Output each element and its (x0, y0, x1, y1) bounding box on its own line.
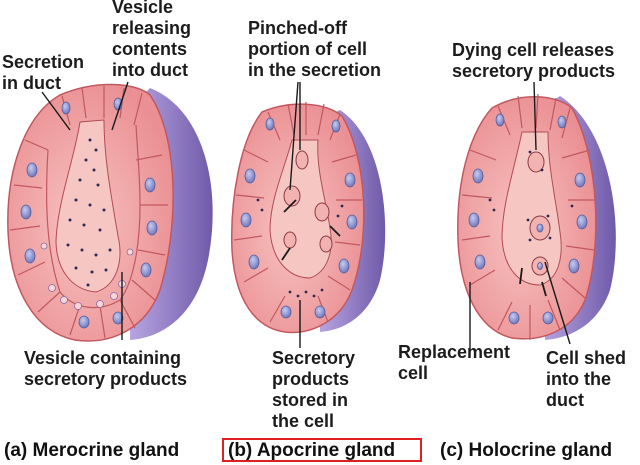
gland-c-dots (488, 150, 574, 242)
gland-b-pinched-portions (283, 150, 333, 253)
label-secretory-products: Secretory products stored in the cell (272, 348, 356, 431)
gland-c-duct (501, 131, 562, 286)
gland-a-secretion-dots (66, 138, 112, 287)
caption-holocrine: (c) Holocrine gland (440, 440, 613, 461)
gland-c-arrows (519, 267, 547, 297)
leader-lines (41, 81, 571, 350)
label-dying-cell: Dying cell releases secretory products (452, 40, 616, 81)
caption-merocrine: (a) Merocrine gland (4, 440, 180, 461)
gland-b-nuclei (240, 117, 358, 319)
label-pinched-off: Pinched-off portion of cell in the secre… (248, 18, 382, 80)
label-secretion-in-duct: Secretion in duct (2, 52, 85, 93)
gland-a-vesicles (40, 242, 134, 310)
gland-b-arrows (281, 199, 341, 261)
label-cell-shed: Cell shed into the duct (546, 348, 627, 410)
merocrine-gland (7, 83, 213, 342)
holocrine-gland (457, 93, 616, 340)
apocrine-gland (231, 102, 386, 334)
label-vesicle-releasing: Vesicle releasing contents into duct (112, 0, 192, 80)
caption-apocrine: (b) Apocrine gland (228, 440, 396, 461)
gland-a-duct (55, 119, 121, 293)
label-replacement-cell: Replacement cell (398, 342, 511, 383)
label-vesicle-containing: Vesicle containing secretory products (24, 348, 188, 389)
gland-b-secretory-dots (256, 198, 344, 298)
caption-apocrine-highlight (222, 438, 422, 462)
gland-c-nuclei (468, 113, 588, 325)
gland-c-cells (461, 93, 596, 340)
